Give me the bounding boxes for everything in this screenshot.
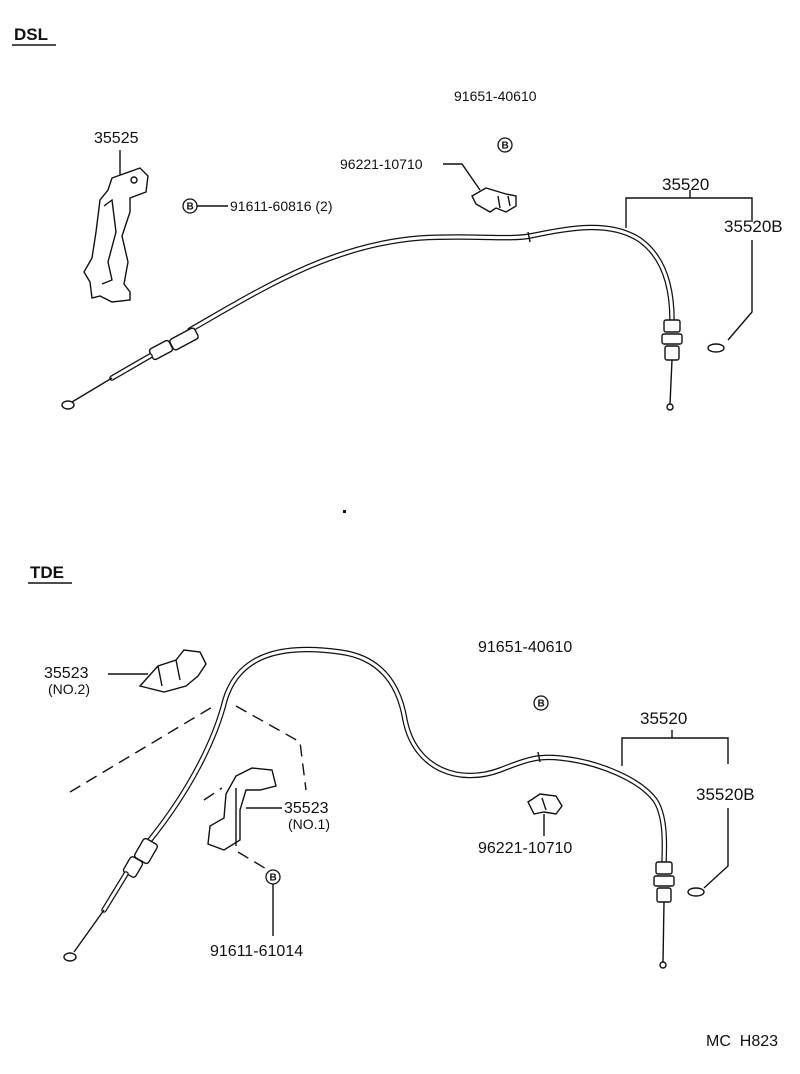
- label-grommet-35520b-dsl: 35520B: [724, 217, 783, 236]
- clamp-detail-tde: [541, 797, 547, 811]
- cable-dsl-inner: [188, 225, 674, 332]
- label-bolt-91611-61014: 91611-61014: [210, 943, 303, 960]
- grommet-part-dsl: [707, 343, 725, 353]
- label-bracket-35525: 35525: [94, 130, 139, 147]
- leader-cable-tde: [621, 737, 729, 766]
- bracket-hole: [130, 176, 138, 184]
- cable-tde-right-end: [653, 861, 675, 969]
- label-clamp-96221-10710-tde: 96221-10710: [478, 840, 572, 857]
- bolt-marker-dsl-text: B: [187, 202, 194, 213]
- dashed-guide-right: [235, 705, 307, 791]
- cable-tde-inner: [148, 647, 666, 864]
- label-clamp-96221-10710: 96221-10710: [340, 156, 423, 172]
- leader-clamp-dsl: [443, 163, 481, 191]
- clamp-no2-detail: [157, 659, 181, 687]
- label-bolt-91611-60816: 91611-60816 (2): [230, 198, 332, 214]
- cable-tde-left-end: [63, 837, 159, 962]
- label-grommet-35520b-tde: 35520B: [696, 785, 755, 804]
- clamp-part-dsl: [471, 187, 517, 213]
- label-nut-91651-40610: 91651-40610: [454, 88, 537, 104]
- label-nut-91651-40610-tde: 91651-40610: [478, 639, 572, 656]
- bracket-part: [83, 167, 149, 303]
- bracket-detail: [101, 198, 117, 285]
- label-clamp-35523-no1: 35523: [284, 800, 329, 817]
- bolt-marker-tde-text: B: [270, 873, 277, 884]
- label-clamp-no1-sub: (NO.1): [288, 816, 330, 832]
- label-cable-35520-tde: 35520: [640, 709, 687, 728]
- clamp-no2-part: [138, 649, 207, 693]
- dsl-section: DSL 35525 B 91611-60816 (2) 91651-40610 …: [12, 25, 783, 513]
- dashed-guide-clamp: [203, 787, 223, 801]
- nut-marker-dsl-text: B: [502, 141, 509, 152]
- cable-dsl-left-end: [61, 327, 199, 410]
- clamp-detail-dsl: [497, 195, 511, 209]
- dashed-guide-left: [69, 705, 215, 793]
- clamp-part-tde: [527, 793, 563, 815]
- cable-dsl-joint: [527, 231, 531, 243]
- cable-dsl-right-end: [661, 319, 683, 411]
- section-title-dsl: DSL: [14, 25, 48, 44]
- nut-marker-tde: [533, 695, 549, 711]
- label-cable-35520-dsl: 35520: [662, 175, 709, 194]
- cable-tde-joint: [537, 751, 541, 763]
- cable-dsl: [187, 224, 675, 333]
- dot-mark: [343, 510, 346, 513]
- diagram-code: MC H823: [706, 1033, 778, 1050]
- leader-grommet-tde: [703, 808, 729, 889]
- leader-grommet-dsl: [727, 240, 753, 341]
- nut-marker-dsl: [497, 137, 513, 153]
- nut-marker-tde-text: B: [538, 699, 545, 710]
- label-clamp-35523-no2: 35523: [44, 665, 89, 682]
- label-clamp-no2-sub: (NO.2): [48, 681, 90, 697]
- grommet-part-tde: [687, 887, 705, 897]
- tde-section: TDE 35523 (NO.2) 35523 (NO.1) B 91611-61…: [28, 563, 755, 969]
- clamp-no1-part: [207, 767, 277, 851]
- section-title-tde: TDE: [30, 563, 64, 582]
- dashed-guide-bolt: [237, 851, 269, 871]
- leader-cable-dsl: [625, 197, 753, 228]
